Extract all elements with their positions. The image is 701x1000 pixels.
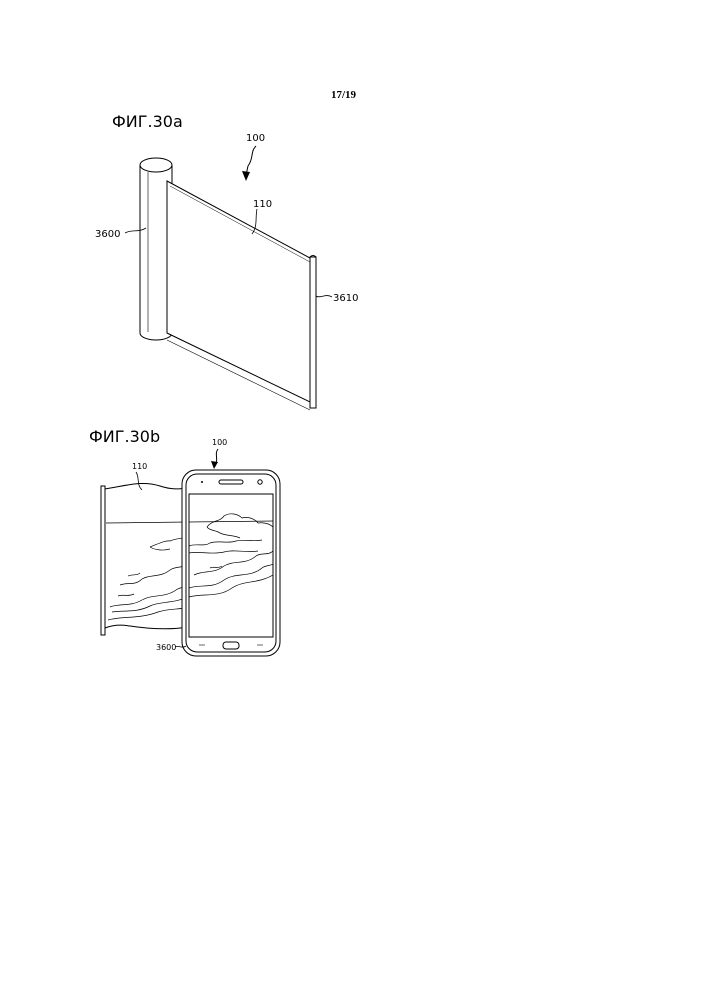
label-100-a: 100 — [246, 133, 265, 144]
arrowhead-b — [211, 461, 218, 469]
leader-3600 — [125, 228, 146, 233]
phone-screen — [189, 494, 273, 637]
label-3610-a: 3610 — [333, 293, 358, 304]
label-110-b: 110 — [132, 462, 147, 471]
figure-30b — [101, 449, 280, 656]
smartphone — [182, 470, 280, 656]
flexible-display-sheet — [167, 181, 310, 410]
label-110-a: 110 — [253, 199, 272, 210]
support-bar — [310, 256, 316, 409]
extended-display-sheet — [105, 483, 188, 628]
leader-3610 — [316, 296, 332, 297]
display-edge-bar — [101, 486, 105, 635]
label-3600-a: 3600 — [95, 229, 120, 240]
label-100-b: 100 — [212, 438, 227, 447]
figure-30a — [125, 146, 332, 410]
arrowhead — [242, 171, 250, 181]
device-arrow — [246, 146, 256, 175]
label-3600-b: 3600 — [156, 643, 176, 652]
